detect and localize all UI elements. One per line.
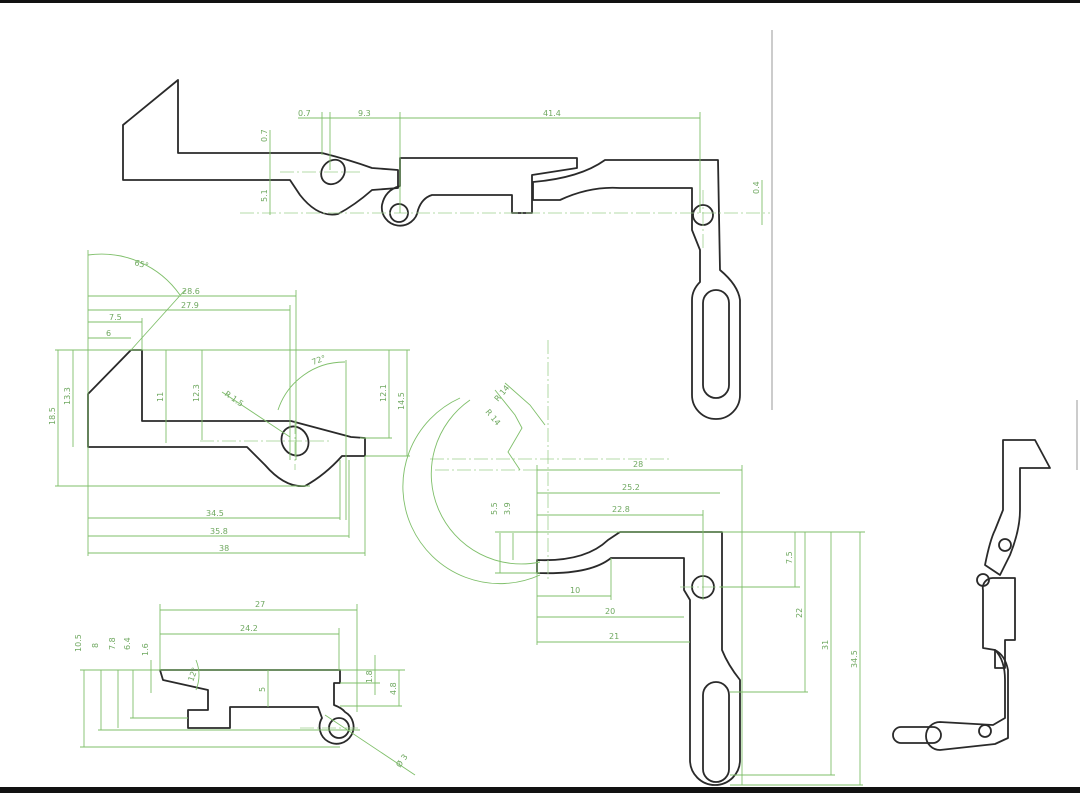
dim-label: 12.1 (379, 384, 388, 402)
dim-label: 8 (91, 643, 100, 648)
dim-label: 38 (219, 544, 229, 553)
pivot-hole (978, 724, 992, 738)
slot (892, 726, 942, 744)
lever-part (984, 439, 1051, 576)
bracket-detail-view: R 14 R 14 28 25.2 22.8 5.5 3.9 10 20 21 … (402, 340, 865, 786)
l-bracket-part (536, 531, 741, 786)
dim-label: 22.8 (612, 505, 630, 514)
angle-arc (87, 253, 181, 296)
dim-label: 34.5 (206, 509, 224, 518)
bottom-border (0, 787, 1080, 793)
dim-label: 4.8 (389, 682, 398, 695)
angle-label: 65° (133, 258, 149, 270)
vertical-assembly-view (892, 439, 1051, 751)
dim-label: 12.3 (192, 384, 201, 402)
dim-label: 22 (795, 608, 804, 618)
dim-label: 0.4 (752, 181, 761, 194)
dim-label: 7.5 (785, 551, 794, 564)
angle-arc (195, 659, 200, 691)
dim-label: 28.6 (182, 287, 200, 296)
dim-label: 35.8 (210, 527, 228, 536)
dim-label: 10.5 (74, 634, 83, 652)
angle-arc (277, 361, 346, 411)
link-part (159, 669, 355, 745)
radius-leader (494, 382, 546, 471)
dim-label: 24.2 (240, 624, 258, 633)
lever-hole (280, 425, 310, 457)
dim-label: 1.6 (141, 643, 150, 656)
dim-label: 5 (258, 687, 267, 692)
dim-label: 34.5 (850, 650, 859, 668)
dim-label: 0.7 (260, 129, 269, 142)
diameter-leader (324, 714, 416, 776)
dim-label: 5.5 (490, 502, 499, 515)
top-border (0, 0, 1080, 3)
dim-label: 25.2 (622, 483, 640, 492)
pivot-hole (998, 538, 1012, 552)
dim-label: 3.9 (503, 502, 512, 515)
l-bracket-part (532, 159, 741, 420)
radius-label: R 1.5 (223, 389, 245, 408)
top-assembly-view: 0.7 9.3 41.4 0.7 5.1 0.4 (122, 79, 770, 420)
dim-label: 21 (609, 632, 619, 641)
middle-link-part (380, 157, 578, 227)
dim-label: 20 (605, 607, 615, 616)
lever-part (122, 79, 399, 216)
radius-arc (430, 399, 541, 565)
angle-label: 12° (186, 666, 199, 682)
dim-label: 7.8 (108, 637, 117, 650)
dim-label: 7.5 (109, 313, 122, 322)
dim-label: 27.9 (181, 301, 199, 310)
dim-label: 5.1 (260, 189, 269, 202)
radius-label: R 14 (483, 408, 502, 428)
dim-label: 10 (570, 586, 580, 595)
dim-label: 6 (106, 329, 111, 338)
slot (702, 289, 730, 399)
dim-label: 9.3 (358, 109, 371, 118)
dim-label: 28 (633, 460, 643, 469)
dim-label: 11 (156, 392, 165, 402)
diameter-label: Ø 3 (393, 752, 409, 769)
radius-leader (221, 391, 291, 438)
l-bracket-part (925, 649, 1009, 751)
dim-label: 14.5 (397, 392, 406, 410)
lever-hole (320, 158, 346, 186)
dim-label: 41.4 (543, 109, 561, 118)
slot (702, 681, 730, 783)
dim-label: 13.3 (63, 387, 72, 405)
dim-label: 27 (255, 600, 265, 609)
dim-label: 0.7 (298, 109, 311, 118)
extension-line (130, 289, 186, 351)
lever-part (87, 349, 366, 488)
radius-arc (402, 397, 541, 585)
lever-detail-view: 65° 28.6 27.9 7.5 6 18.5 13.3 11 12.3 R … (48, 250, 410, 556)
dim-label: 6.4 (123, 637, 132, 650)
dim-label: 18.5 (48, 407, 57, 425)
dim-label: 31 (821, 640, 830, 650)
pivot-hole (976, 573, 990, 587)
dim-label: 1.8 (365, 670, 374, 683)
link-detail-view: 27 24.2 10.5 8 7.8 6.4 1.6 12° 5 1.8 4.8… (74, 600, 416, 776)
